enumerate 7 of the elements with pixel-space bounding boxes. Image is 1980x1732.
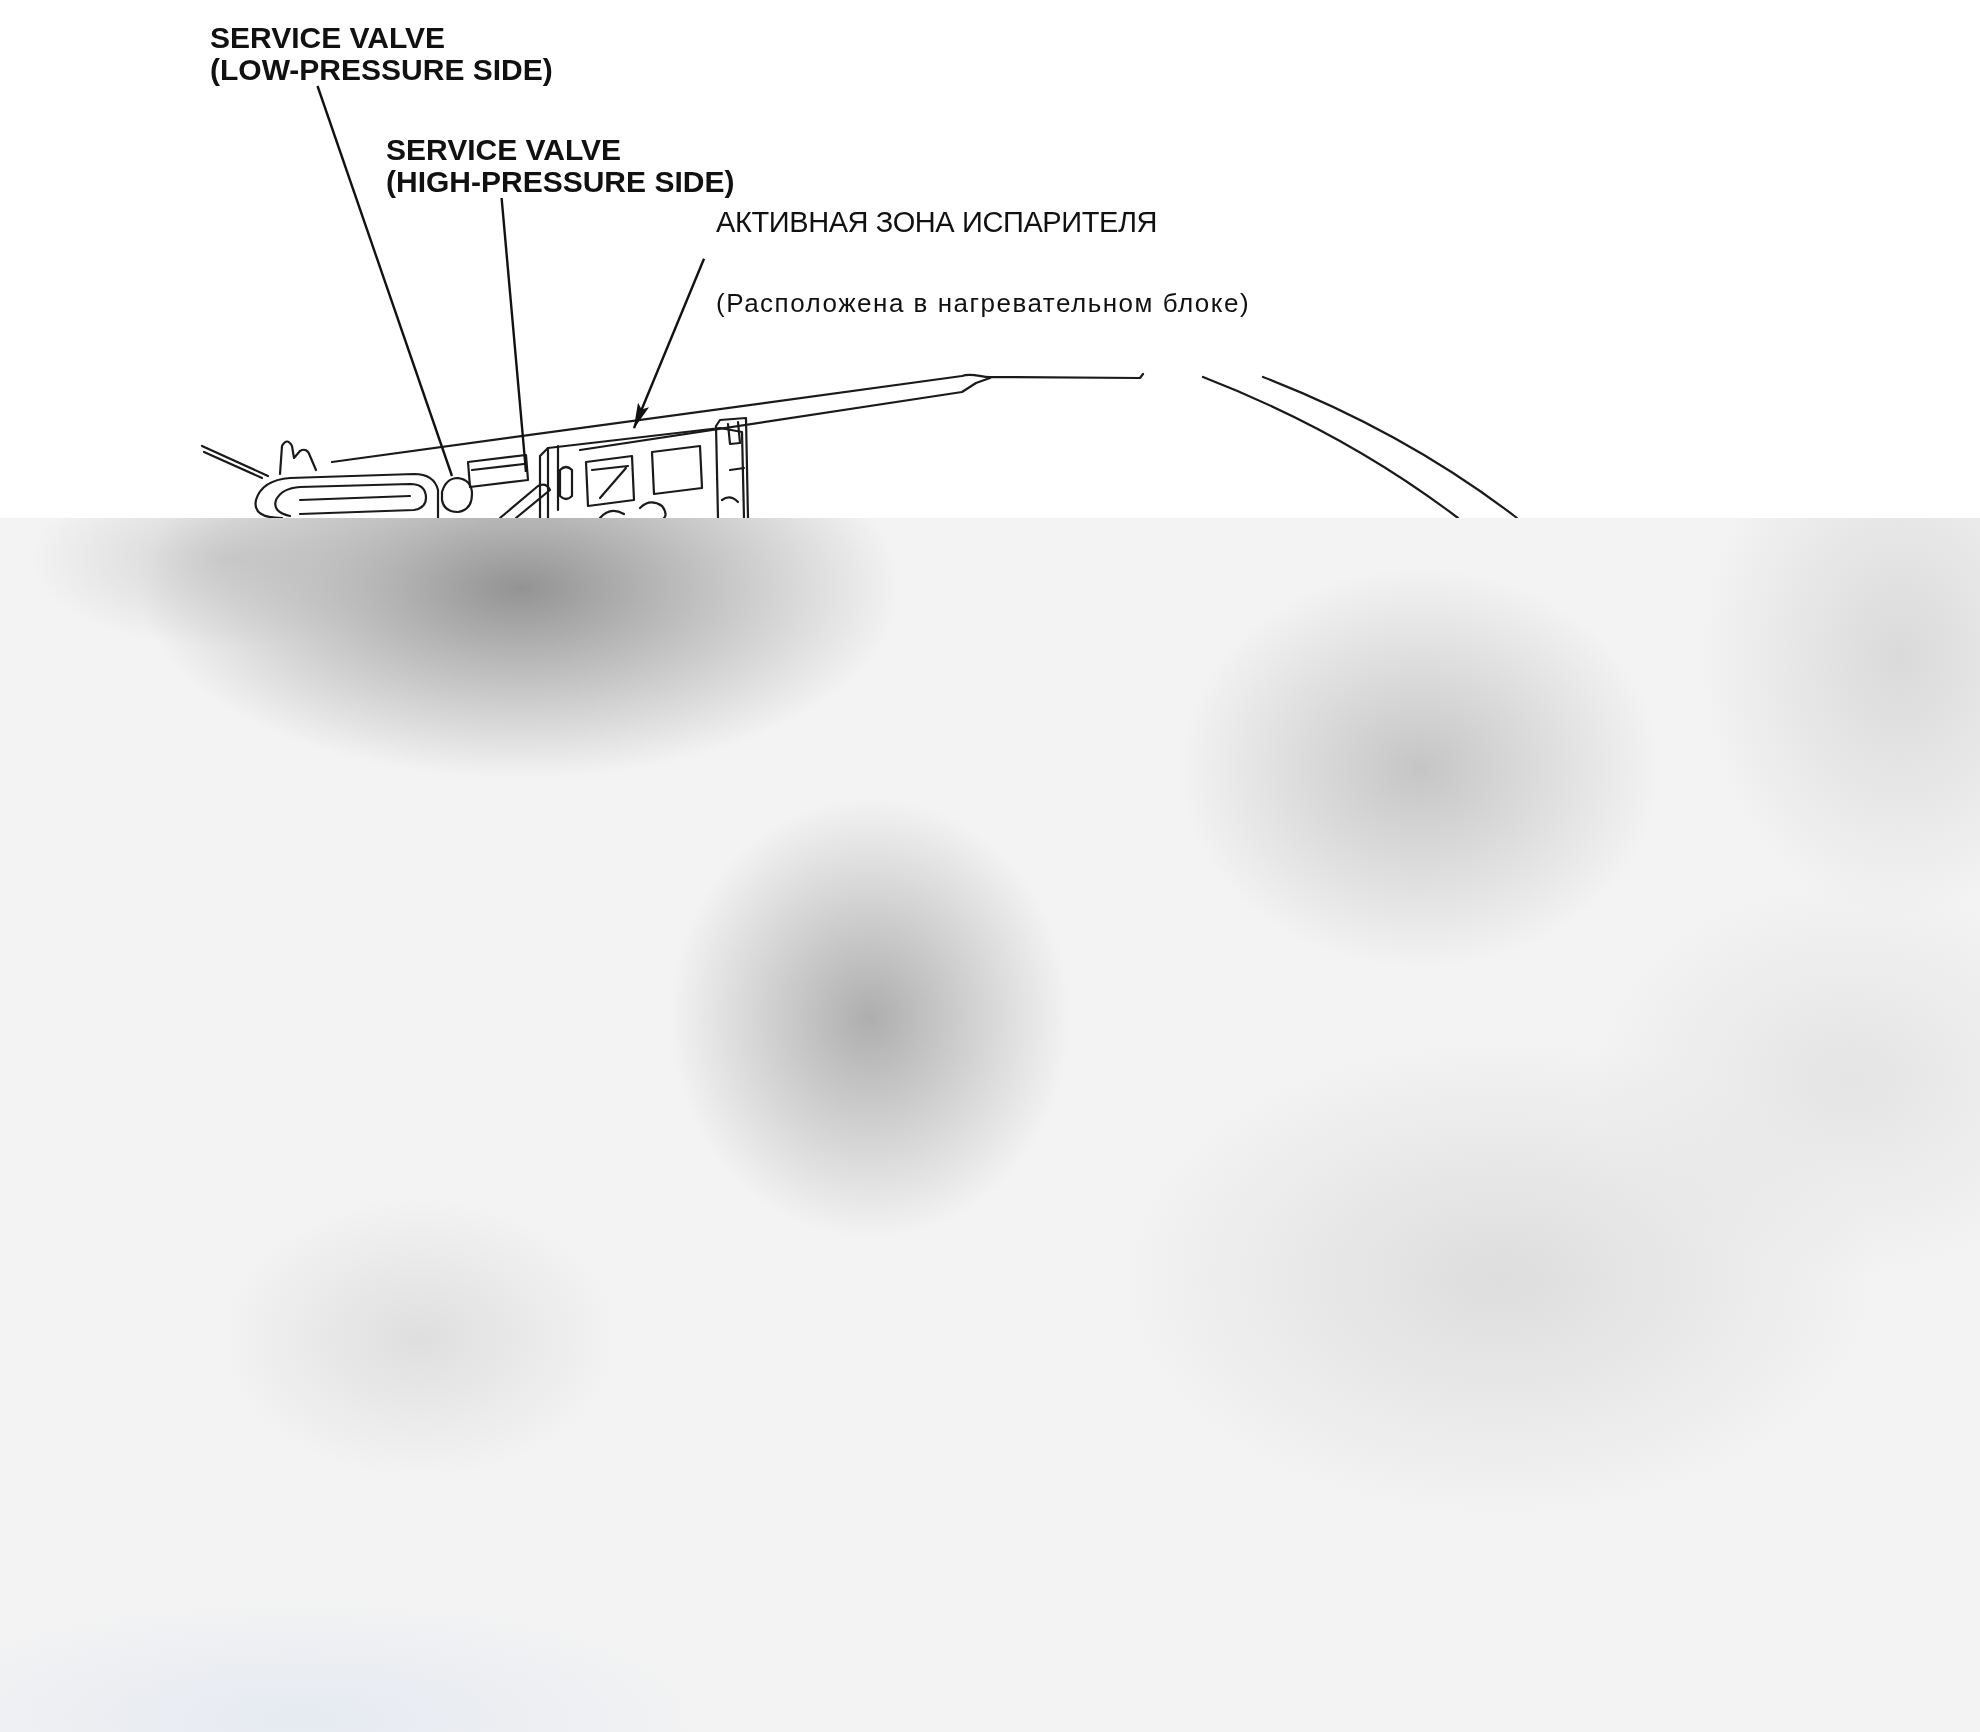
leader-line — [500, 197, 528, 473]
callout-label: SERVICE VALVE (LOW-PRESSURE SIDE) — [210, 22, 554, 86]
callout-label: АКТИВНАЯ ЗОНА ИСПАРИТЕЛЯ — [716, 206, 1159, 238]
leader-line — [632, 258, 706, 429]
leader-line — [316, 85, 454, 477]
callout-label: SERVICE VALVE (HIGH-PRESSURE SIDE) — [386, 134, 736, 198]
callout-note: (Расположена в нагревательном блоке) — [716, 288, 1252, 318]
